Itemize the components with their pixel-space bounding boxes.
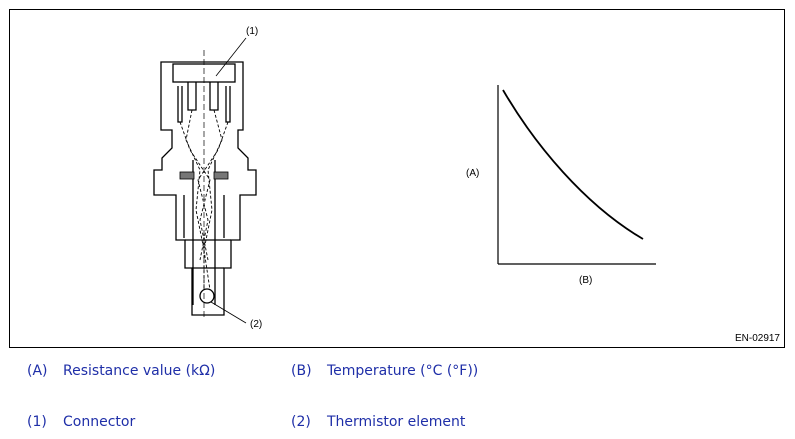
seal-pad-right <box>213 171 229 180</box>
legend-text: Connector <box>63 414 136 430</box>
graph-y-label: (A) <box>466 168 480 179</box>
seal-pad-left <box>179 171 195 180</box>
graph-x-label: (B) <box>579 275 593 286</box>
legend-item-b: (B) Temperature (°C (°F)) <box>291 363 478 379</box>
leader-line-1 <box>215 37 247 77</box>
legend-item-a: (A) Resistance value (kΩ) <box>27 363 215 379</box>
legend-text: Resistance value (kΩ) <box>63 363 216 379</box>
legend-key: (2) <box>291 414 311 430</box>
callout-1: (1) <box>246 26 259 37</box>
legend-text: Temperature (°C (°F)) <box>327 363 479 379</box>
legend-key: (1) <box>27 414 47 430</box>
legend-key: (B) <box>291 363 312 379</box>
legend-item-1: (1) Connector <box>27 414 135 430</box>
legend-text: Thermistor element <box>327 414 466 430</box>
legend-item-2: (2) Thermistor element <box>291 414 465 430</box>
legend-key: (A) <box>27 363 48 379</box>
leader-line-2 <box>210 301 247 324</box>
callout-2: (2) <box>250 319 263 330</box>
figure-code: EN-02917 <box>734 333 780 344</box>
resistance-curve-graph <box>497 85 656 265</box>
diagram-figure: (1) (2) (A) (B) EN-02917 <box>9 9 785 348</box>
sensor-drawing <box>153 37 656 324</box>
resistance-curve <box>502 89 644 240</box>
sensor-body-outline <box>153 61 257 316</box>
